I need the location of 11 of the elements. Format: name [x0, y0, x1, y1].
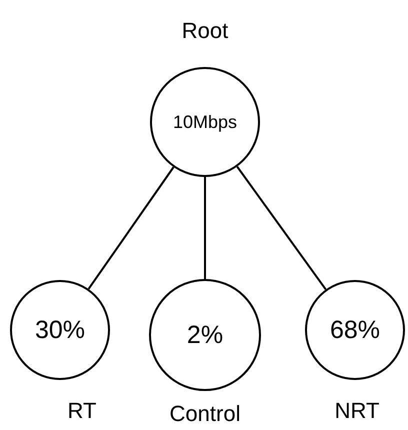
node-value: 68%	[330, 316, 380, 344]
node-value: 10Mbps	[172, 112, 238, 132]
node-caption: RT	[68, 398, 96, 424]
connector-line	[88, 166, 174, 290]
node-value: 2%	[186, 320, 224, 350]
connector-line	[236, 166, 327, 290]
node-value: 30%	[34, 316, 86, 344]
node-caption: NRT	[334, 398, 380, 424]
node-caption: Root	[182, 18, 228, 44]
node-caption: Control	[170, 401, 240, 427]
connector-line	[204, 177, 206, 279]
